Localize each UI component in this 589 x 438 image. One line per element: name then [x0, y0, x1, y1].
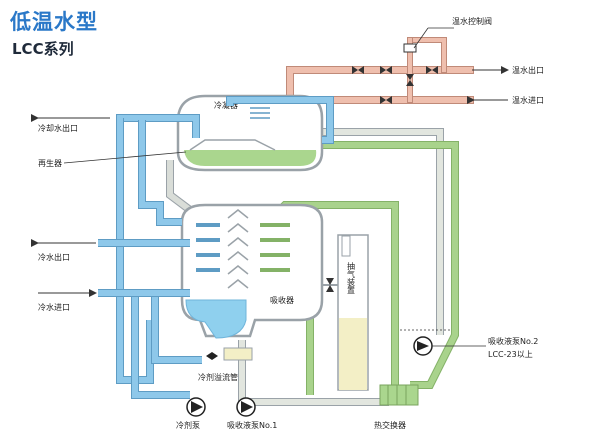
valve-control-label: 温水控制阀 — [452, 16, 492, 26]
absorb-pump-1-label: 吸收液泵No.1 — [227, 420, 277, 430]
absorber-label: 吸收器 — [270, 295, 294, 305]
cooling-water-circuit — [116, 96, 334, 399]
upper-shell: 冷凝器 — [176, 94, 324, 172]
chilled-water-in-label: 冷水进口 — [38, 302, 70, 312]
absorb-pump-1 — [236, 397, 256, 417]
diagram-subtitle: LCC系列 — [12, 40, 74, 58]
leader-lines — [63, 151, 486, 347]
overflow-box — [223, 347, 253, 361]
purge-device — [322, 234, 369, 391]
cooling-water-out-label: 冷却水出口 — [38, 123, 78, 133]
purge-device-label: 抽气装置 — [347, 261, 356, 294]
chilled-water-out-label: 冷水出口 — [38, 252, 70, 262]
refrigerant-pump-label: 冷剂泵 — [176, 420, 200, 430]
lower-shell — [180, 203, 324, 339]
valve-cluster — [352, 43, 438, 104]
overflow-valve — [206, 352, 218, 360]
hot-water-in-label: 温水进口 — [512, 95, 544, 105]
overflow-pipe-label: 冷剂溢流管 — [198, 372, 238, 382]
hot-water-out-label: 温水出口 — [512, 65, 544, 75]
evaporator-coil — [196, 223, 220, 272]
absorb-pump-2-label: 吸收液泵No.2 — [488, 336, 538, 346]
chilled-water-lines — [98, 239, 190, 297]
refrigerant-pump — [186, 397, 206, 417]
eliminator-chevrons — [227, 209, 249, 289]
heat-exchanger-label: 热交换器 — [374, 420, 406, 430]
absorb-pump-2 — [413, 336, 433, 356]
absorber-coil — [260, 223, 290, 272]
diagram-title: 低温水型 — [10, 10, 98, 34]
regenerator-label: 再生器 — [38, 158, 62, 168]
heat-exchanger — [379, 384, 419, 406]
absorb-pump-2-note: LCC-23以上 — [488, 350, 533, 359]
